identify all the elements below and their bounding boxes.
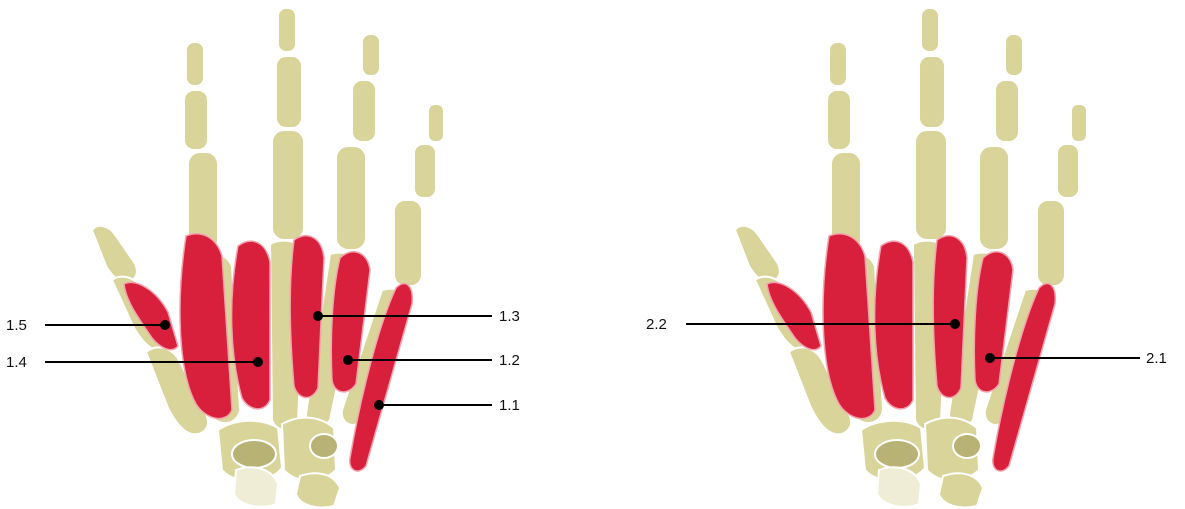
label-1-3: 1.3 — [499, 308, 520, 325]
label-2-2: 2.2 — [646, 316, 667, 333]
label-1-1: 1.1 — [499, 397, 520, 414]
label-1-5: 1.5 — [6, 317, 27, 334]
label-2-1: 2.1 — [1146, 350, 1167, 367]
left-hand-illustration — [92, 8, 444, 508]
label-1-2: 1.2 — [499, 352, 520, 369]
callout-1-1: 1.1 — [374, 397, 520, 414]
right-hand-illustration — [735, 8, 1087, 508]
label-1-4: 1.4 — [6, 354, 27, 371]
